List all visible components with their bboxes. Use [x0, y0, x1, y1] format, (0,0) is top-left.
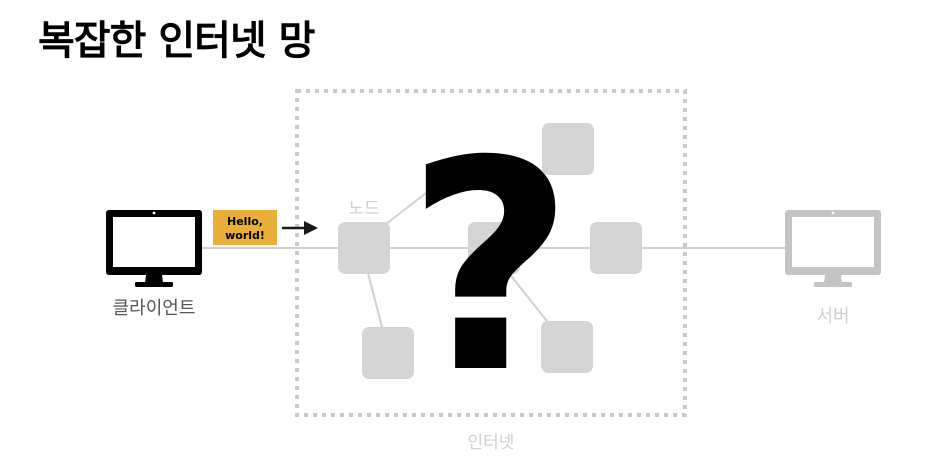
internet-boundary	[295, 89, 687, 417]
page-title: 복잡한 인터넷 망	[38, 18, 315, 64]
node-label: 노드	[348, 199, 379, 219]
node-bottom-right	[541, 321, 593, 373]
client-monitor-icon	[106, 210, 202, 287]
client-label: 클라이언트	[113, 298, 196, 319]
node-bottom-left	[362, 327, 414, 379]
unknown-route-mark: ?	[406, 100, 574, 437]
node-top	[542, 123, 594, 175]
message-line-2: world!	[225, 229, 265, 242]
link-center-to-bottom-right	[507, 271, 551, 326]
server-monitor-icon	[785, 210, 881, 287]
network-links	[198, 189, 790, 328]
network-nodes	[338, 123, 642, 379]
node-center	[468, 222, 520, 274]
internet-label: 인터넷	[468, 433, 515, 453]
server-label: 서버	[816, 306, 849, 327]
message-packet: Hello, world!	[213, 210, 277, 245]
link-node-to-bottom	[367, 272, 383, 328]
node-left	[338, 222, 390, 274]
message-line-1: Hello,	[227, 215, 263, 228]
arrow-right-icon	[281, 221, 318, 235]
node-right	[590, 222, 642, 274]
link-node-to-top	[385, 189, 431, 225]
